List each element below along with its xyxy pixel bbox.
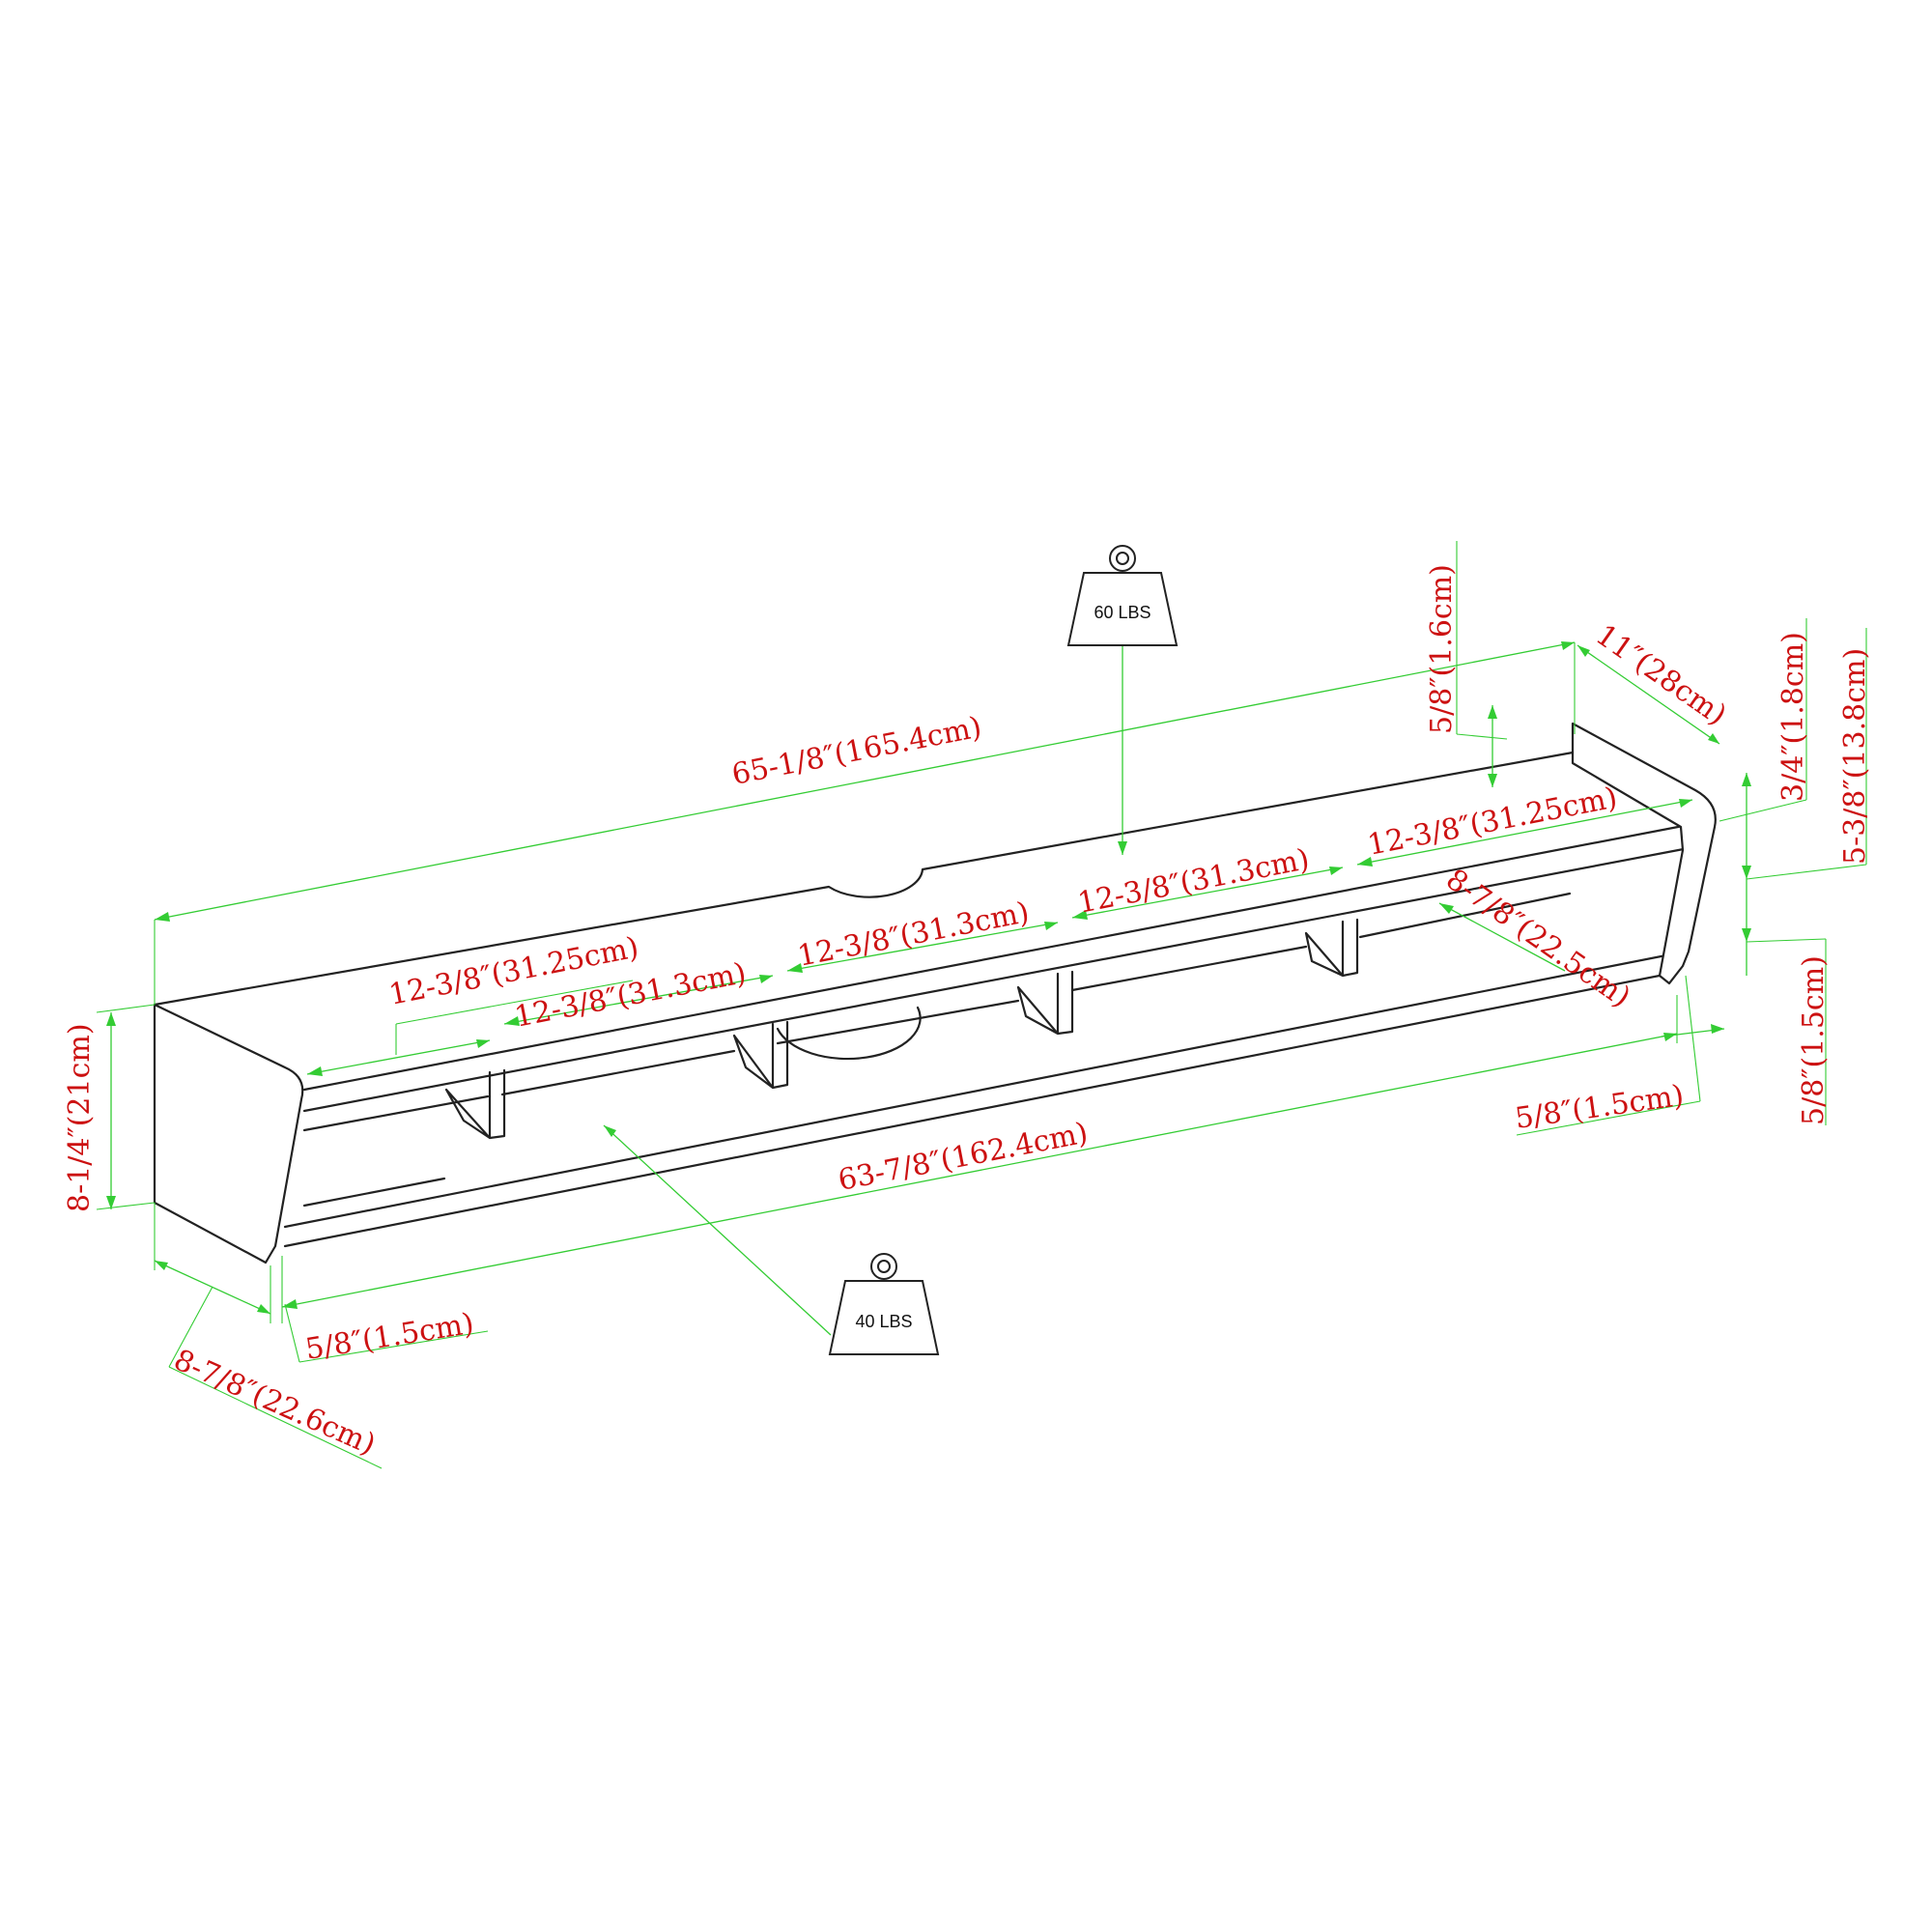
floating-shelf-drawing (153, 722, 1717, 1264)
compartment-4-label: 12-3/8″(31.3cm) (1075, 842, 1312, 921)
weight-icon: 40 LBS (828, 1253, 940, 1355)
divider-2 (732, 1020, 789, 1090)
inner-width-label: 63-7/8″(162.4cm) (836, 1116, 1091, 1197)
compartment-3-label: 12-3/8″(31.3cm) (795, 895, 1032, 974)
divider-4 (1304, 918, 1359, 978)
bottom-shelf-weight-label: 40 LBS (855, 1312, 912, 1331)
top-thickness-label: 5/8″(1.6cm) (1425, 564, 1459, 734)
depth-top-label: 11″(28cm) (1589, 618, 1732, 732)
top-front-lower-edge (302, 846, 1690, 1113)
divider-3 (1016, 970, 1074, 1036)
bottom-weight-leader (603, 1124, 832, 1336)
overall-width-label: 65-1/8″(165.4cm) (729, 710, 984, 791)
right-panel-thickness-label: 5/8″(1.5cm) (1513, 1079, 1686, 1136)
right-side-panel (1571, 722, 1717, 985)
top-shelf-weight-label: 60 LBS (1094, 603, 1151, 622)
overall-width-line (154, 641, 1576, 921)
top-back-edge (153, 751, 1575, 1007)
inner-width-line (281, 1033, 1678, 1308)
bottom-shelf-lower-edge (283, 972, 1671, 1248)
top-depth-line (1577, 644, 1720, 745)
bottom-shelf-front-edge (283, 950, 1688, 1229)
dimension-labels: 65-1/8″(165.4cm) 63-7/8″(162.4cm) 12-3/8… (63, 564, 1872, 1462)
dimension-lines (96, 541, 1867, 1469)
top-front-edge (302, 821, 1700, 1092)
divider-1 (444, 1068, 506, 1140)
side-thickness-top-label: 3/4″(1.8cm) (1776, 632, 1810, 802)
weight-icon: 60 LBS (1066, 545, 1179, 646)
inner-depth-label: 8-7/8″(22.5cm) (1439, 863, 1636, 1014)
inner-depth-line (1438, 902, 1566, 972)
back-board-line (302, 892, 1572, 1132)
bottom-back-line (302, 1177, 446, 1208)
opening-height-label: 5-3/8″(13.8cm) (1838, 648, 1872, 865)
depth-bottom-label: 8-7/8″(22.6cm) (169, 1343, 381, 1462)
bottom-side-thickness-label: 5/8″(1.5cm) (303, 1307, 476, 1367)
left-side-panel (153, 1003, 304, 1264)
bottom-shelf-thickness-label: 5/8″(1.5cm) (1797, 955, 1831, 1125)
bottom-shelf-back-edge (776, 1006, 922, 1061)
overall-height-label: 8-1/4″(21cm) (63, 1023, 97, 1212)
